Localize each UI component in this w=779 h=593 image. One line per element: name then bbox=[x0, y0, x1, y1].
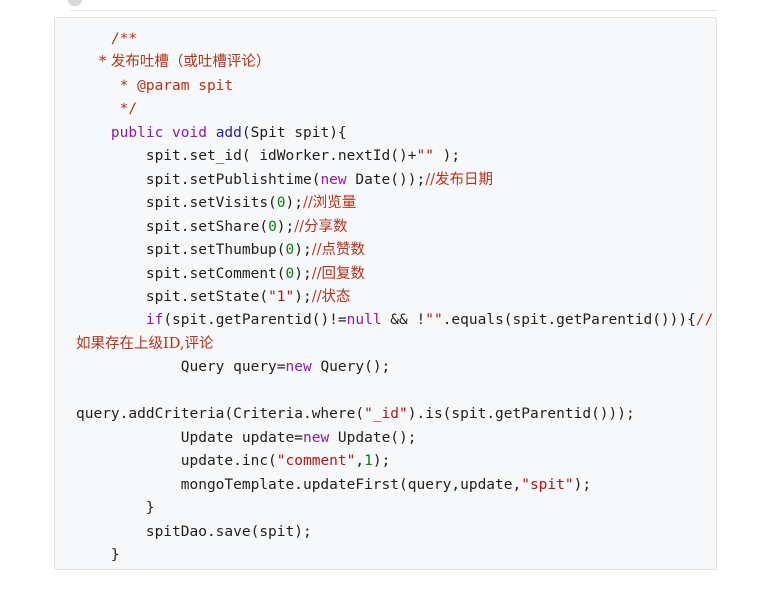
code-token-plain: (spit.getParentid()!= bbox=[163, 312, 347, 329]
code-token-comment: //回复数 bbox=[311, 265, 365, 282]
code-token-comment: * 发布吐槽（或吐槽评论） bbox=[76, 54, 271, 71]
code-token-number: 0 bbox=[285, 242, 295, 259]
code-token-plain: Update(); bbox=[329, 429, 417, 446]
code-line: ​ bbox=[76, 380, 716, 403]
code-content[interactable]: /** * 发布吐槽（或吐槽评论） * @param spit */ publi… bbox=[55, 18, 716, 567]
code-token-plain: ); bbox=[294, 288, 312, 305]
code-line: spit.setPublishtime(new Date());//发布日期 bbox=[76, 169, 716, 192]
code-token-number: 0 bbox=[276, 195, 286, 212]
code-token-number: 0 bbox=[285, 265, 295, 282]
code-line: spit.setThumbup(0);//点赞数 bbox=[76, 239, 716, 262]
code-line: spit.set_id( idWorker.nextId()+"" ); bbox=[76, 145, 716, 168]
code-token-comment: 如果存在上级ID,评论 bbox=[76, 335, 214, 352]
code-token-comment: //状态 bbox=[311, 288, 351, 305]
code-line: 如果存在上级ID,评论 bbox=[76, 333, 716, 356]
code-token-plain: update.inc( bbox=[76, 453, 277, 470]
code-token-plain: mongoTemplate.updateFirst(query,update, bbox=[76, 476, 522, 493]
code-line: * @param spit bbox=[76, 75, 716, 98]
code-line: if(spit.getParentid()!=null && !"".equal… bbox=[76, 309, 716, 332]
code-token-plain: } bbox=[76, 500, 155, 517]
code-token-string: "_id" bbox=[364, 406, 408, 423]
code-token-comment: //分享数 bbox=[294, 218, 348, 235]
code-token-plain: ); bbox=[372, 453, 391, 470]
code-token-plain: ); bbox=[294, 265, 312, 282]
code-token-plain: spitDao.save(spit); bbox=[76, 523, 312, 540]
code-token-keyword: new bbox=[320, 171, 347, 188]
code-token-keyword: public bbox=[110, 124, 164, 141]
code-token-comment: // bbox=[695, 312, 714, 329]
code-token-plain: .equals(spit.getParentid())){ bbox=[442, 312, 696, 329]
code-line: public void add(Spit spit){ bbox=[76, 122, 716, 145]
code-token-plain: Query query= bbox=[76, 359, 286, 376]
code-token-number: 0 bbox=[268, 218, 277, 235]
code-token-comment: //发布日期 bbox=[425, 171, 493, 188]
code-token-keyword: new bbox=[302, 429, 330, 446]
code-token-plain: ); bbox=[433, 148, 461, 165]
code-token-comment: * @param spit bbox=[76, 77, 234, 94]
code-line: * 发布吐槽（或吐槽评论） bbox=[76, 51, 716, 74]
code-token-plain: Query(); bbox=[311, 359, 391, 376]
code-line: mongoTemplate.updateFirst(query,update,"… bbox=[76, 474, 716, 497]
code-token-plain: spit.setThumbup( bbox=[76, 242, 286, 259]
code-token-plain bbox=[163, 125, 172, 141]
code-token-string: "comment" bbox=[276, 453, 356, 470]
code-token-plain: spit.setComment( bbox=[76, 265, 286, 282]
code-token-type: add bbox=[215, 124, 242, 141]
code-token-plain: spit.setPublishtime( bbox=[76, 171, 321, 188]
code-token-plain: spit.setVisits( bbox=[76, 195, 277, 212]
top-divider bbox=[70, 10, 718, 11]
code-token-plain: (Spit spit){ bbox=[241, 124, 347, 141]
code-line: spit.setComment(0);//回复数 bbox=[76, 263, 716, 286]
code-token-plain bbox=[207, 125, 216, 141]
code-token-plain: ); bbox=[573, 476, 592, 493]
code-block[interactable]: /** * 发布吐槽（或吐槽评论） * @param spit */ publi… bbox=[54, 17, 717, 570]
code-token-comment: */ bbox=[76, 101, 138, 118]
code-token-keyword: void bbox=[172, 124, 207, 141]
code-token-string: "1" bbox=[268, 288, 295, 305]
code-token-number: 1 bbox=[364, 453, 373, 470]
code-token-plain: query.addCriteria(Criteria.where( bbox=[76, 406, 365, 423]
code-token-keyword: if bbox=[145, 312, 164, 329]
code-token-plain: ).is(spit.getParentid())); bbox=[407, 406, 635, 423]
code-token-comment: //点赞数 bbox=[311, 242, 365, 259]
code-token-plain bbox=[76, 125, 111, 141]
code-line: query.addCriteria(Criteria.where("_id").… bbox=[76, 403, 716, 426]
code-line: } bbox=[76, 544, 716, 567]
code-token-keyword: null bbox=[346, 312, 382, 329]
code-token-plain: Update update= bbox=[76, 429, 303, 446]
code-line: spit.setState("1");//状态 bbox=[76, 286, 716, 309]
code-token-plain: , bbox=[355, 453, 365, 470]
code-token-plain: ); bbox=[294, 242, 312, 259]
code-line: Query query=new Query(); bbox=[76, 356, 716, 379]
code-line: update.inc("comment",1); bbox=[76, 450, 716, 473]
code-token-plain: } bbox=[76, 546, 120, 563]
code-token-comment: /** bbox=[110, 31, 138, 47]
code-line: /** bbox=[76, 28, 716, 51]
code-token-plain: spit.setShare( bbox=[76, 218, 269, 235]
code-token-plain bbox=[76, 31, 111, 47]
code-token-plain bbox=[76, 312, 146, 328]
code-token-plain: && ! bbox=[381, 312, 426, 329]
code-token-plain: Date()); bbox=[346, 171, 426, 188]
top-divider-tab bbox=[68, 0, 82, 6]
code-token-plain: ); bbox=[276, 218, 295, 235]
code-token-string: "" bbox=[416, 148, 434, 165]
code-token-plain: spit.set_id( idWorker.nextId()+ bbox=[76, 148, 417, 165]
code-token-string: "spit" bbox=[521, 476, 574, 493]
code-line: spitDao.save(spit); bbox=[76, 521, 716, 544]
code-token-plain: spit.setState( bbox=[76, 288, 269, 305]
code-token-plain: ); bbox=[285, 195, 303, 212]
code-token-string: "" bbox=[425, 312, 443, 329]
code-token-comment: //浏览量 bbox=[303, 195, 357, 212]
code-line: spit.setVisits(0);//浏览量 bbox=[76, 192, 716, 215]
code-line: */ bbox=[76, 98, 716, 121]
code-line: spit.setShare(0);//分享数 bbox=[76, 216, 716, 239]
code-line: } bbox=[76, 497, 716, 520]
code-token-keyword: new bbox=[285, 359, 312, 376]
code-line: Update update=new Update(); bbox=[76, 427, 716, 450]
